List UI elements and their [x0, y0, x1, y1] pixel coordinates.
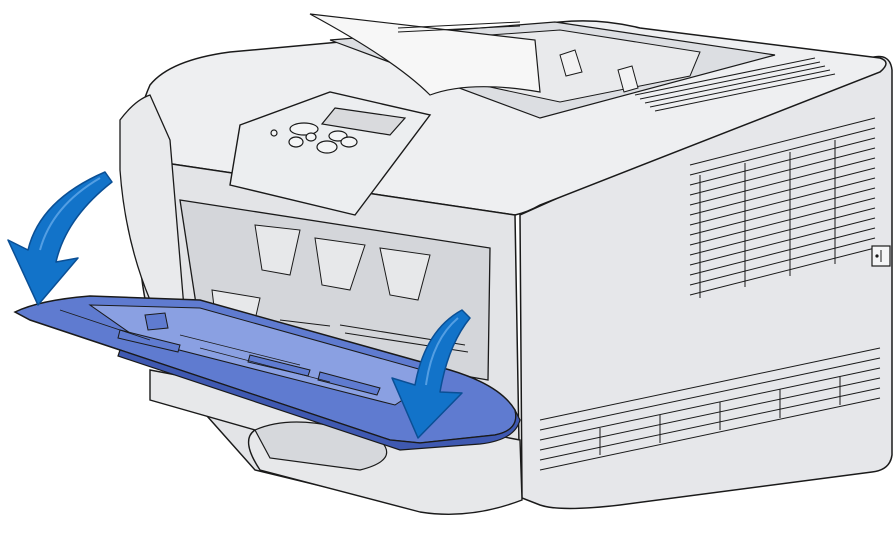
feeder-tray-guides	[117, 312, 381, 396]
stop-button[interactable]	[340, 136, 358, 148]
menu-button[interactable]	[289, 122, 319, 136]
back-button[interactable]	[288, 136, 304, 148]
side-vent-upper	[689, 117, 876, 298]
top-vent-small	[397, 21, 521, 33]
power-switch[interactable]	[871, 245, 891, 267]
left-rotate-down-arrow	[7, 171, 113, 306]
panel-buttons	[270, 122, 358, 154]
side-vent-lower	[539, 347, 881, 471]
paper-stop-extension	[559, 49, 639, 93]
top-vent	[634, 57, 836, 112]
go-button[interactable]	[316, 140, 338, 154]
output-paper-sheet	[309, 13, 541, 96]
return-button[interactable]	[305, 132, 317, 142]
lcd-display	[320, 107, 407, 136]
right-rotate-down-arrow	[391, 309, 471, 439]
status-indicator	[270, 129, 278, 137]
feeder-tray-front-lip	[117, 349, 521, 451]
feeder-tray-ribs	[59, 309, 331, 383]
